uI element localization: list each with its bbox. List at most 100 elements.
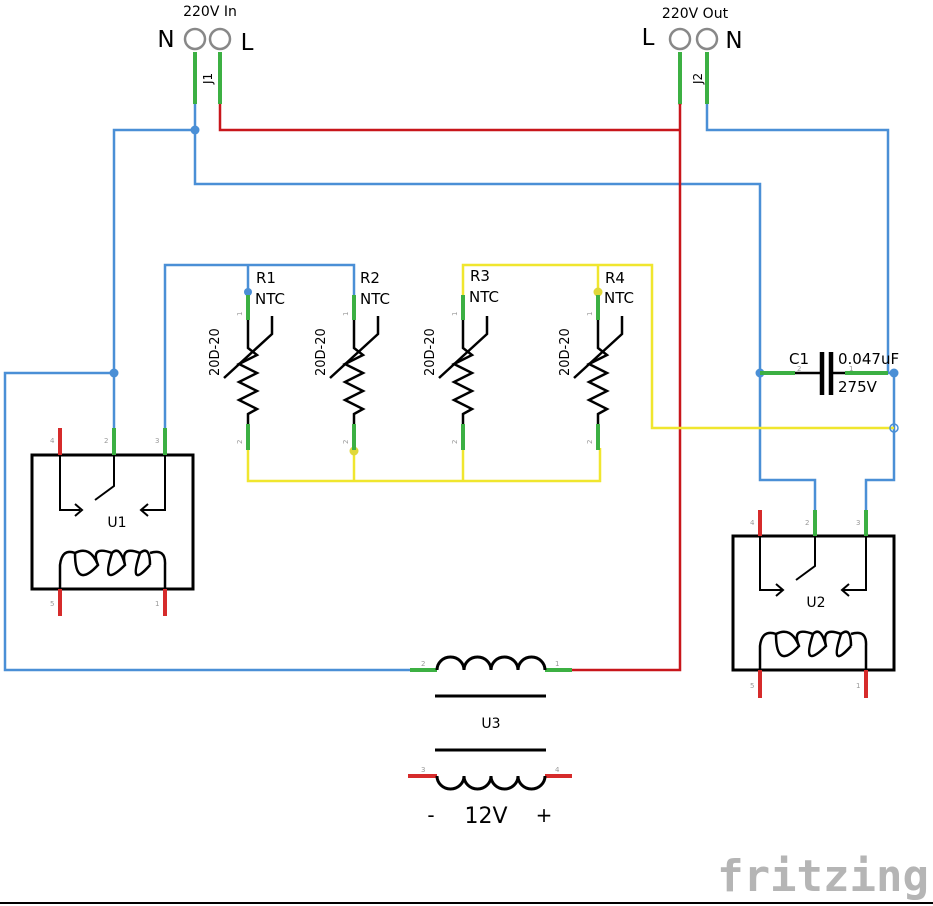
relay-coil [758,630,868,670]
thermistor-ref: R1 [256,269,276,287]
thermistor-part: 20D-20 [208,328,223,376]
pin-number: 4 [555,766,560,774]
thermistor-type: NTC [255,290,285,308]
pin-number: 3 [155,437,159,445]
resistor-body [342,320,366,424]
supply-voltage-label: 12V [464,804,507,829]
relay-u2: 4 2 3 5 1 U2 [731,510,896,698]
relay-ref: U1 [107,515,126,531]
pin-number: 3 [421,766,425,774]
thermistor-ref: R3 [470,267,490,285]
junction-dot [190,125,200,135]
transformer-u3: U3 2 1 3 4 - 12V + [408,655,572,829]
thermistor-part: 20D-20 [314,328,329,376]
thermistor-slash [329,316,380,379]
capacitor-voltage: 275V [838,378,878,396]
relay-coil [58,549,167,589]
connector-j1: 220V In N L J1 [157,4,254,104]
pin-number: 2 [421,660,425,668]
connector-input-ref: J1 [201,73,215,85]
relay-arrow [775,583,785,597]
thermistor-r2: R2 NTC 20D-20 1 2 [314,269,390,450]
pin-number: 1 [586,312,594,316]
thermistor-r4: R4 NTC 20D-20 1 2 [558,269,634,450]
relay-switch [795,536,816,581]
terminal-n [695,27,719,51]
pin-number: 2 [797,365,801,373]
junction-dot [889,423,899,433]
junction-dot [889,368,899,378]
pin-number: 1 [236,312,244,316]
pin-number: 2 [342,440,350,444]
pin-number: 2 [451,440,459,444]
capacitor-c1: C1 0.047uF 275V 2 1 [760,350,899,396]
supply-plus-label: + [536,803,553,827]
junction-dot [593,287,603,297]
thermistor-r3: R3 NTC 20D-20 1 2 [423,267,499,450]
connector-input-title: 220V In [183,4,237,20]
thermistor-type: NTC [604,289,634,307]
pin-number: 2 [805,519,809,527]
pin-number: 1 [856,682,860,690]
terminal-l [668,27,692,51]
pin-number: 4 [50,437,55,445]
connector-output-ref: J2 [691,73,705,85]
pin-number: 1 [849,365,853,373]
pin-number: 1 [555,660,559,668]
pin-number: 1 [451,312,459,316]
capacitor-value: 0.047uF [838,350,899,368]
thermistor-slash [223,316,274,379]
connector-output-l-label: L [642,25,655,51]
pin-number: 2 [236,440,244,444]
pin-number: 2 [104,437,108,445]
pin-number: 1 [342,312,350,316]
resistor-body [586,320,610,424]
junction-dot [244,288,252,296]
transformer-ref: U3 [481,716,500,732]
thermistor-part: 20D-20 [558,328,573,376]
junction-dots [109,101,899,456]
junction-dot [349,446,359,456]
relay-contact-nc [759,536,782,591]
thermistor-ref: R4 [605,269,625,287]
relay-switch [94,455,115,501]
primary-winding [435,655,547,671]
relay-contact-no [142,455,166,511]
pin-number: 3 [856,519,860,527]
thermistor-type: NTC [469,288,499,306]
resistor-body [451,320,475,424]
thermistor-ref: R2 [360,269,380,287]
capacitor-ref: C1 [789,350,809,368]
thermistor-part: 20D-20 [423,328,438,376]
connector-output-title: 220V Out [662,6,729,22]
connector-input-n-label: N [157,27,174,53]
pin-number: 2 [586,440,594,444]
thermistor-slash [438,316,489,379]
junction-dot [109,368,119,378]
resistor-body [236,320,260,424]
thermistor-slash [573,316,624,379]
thermistor-r1: R1 NTC 20D-20 1 2 [208,269,285,450]
pin-number: 1 [155,600,159,608]
relay-arrow [840,583,850,597]
pin-number: 5 [50,600,54,608]
terminal-n [183,27,207,51]
connector-j2: 220V Out L N J2 [642,6,743,104]
relay-arrow [74,503,84,517]
relay-ref: U2 [806,595,825,611]
supply-minus-label: - [427,803,434,827]
connector-output-n-label: N [725,28,742,54]
relay-contact-no [843,536,867,591]
terminal-l [208,27,232,51]
pin-number: 4 [750,519,755,527]
live-wires [218,100,682,672]
relay-contact-nc [59,455,80,511]
fritzing-watermark: fritzing [717,851,929,902]
secondary-winding [435,775,547,791]
relay-u1: 4 2 3 5 1 U1 [30,428,195,616]
thermistor-type: NTC [360,290,390,308]
connector-input-l-label: L [241,30,254,56]
pin-number: 5 [750,682,754,690]
